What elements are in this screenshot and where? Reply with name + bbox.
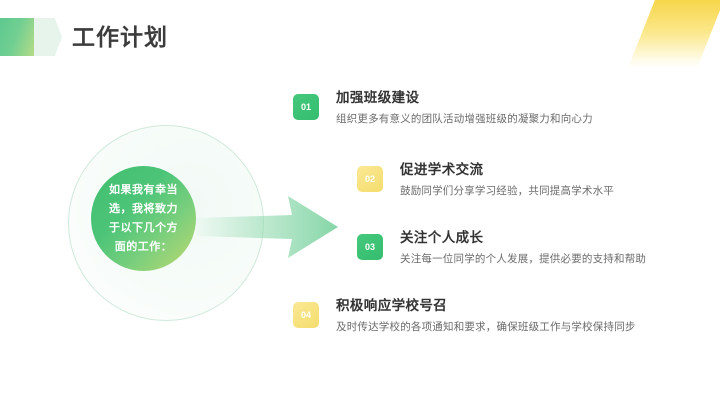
- list-item[interactable]: 02 促进学术交流 鼓励同学们分享学习经验，共同提高学术水平: [357, 161, 614, 199]
- item-text-group: 关注个人成长 关注每一位同学的个人发展，提供必要的支持和帮助: [400, 229, 646, 267]
- item-description: 组织更多有意义的团队活动增强班级的凝聚力和向心力: [336, 113, 593, 125]
- item-text-group: 加强班级建设 组织更多有意义的团队活动增强班级的凝聚力和向心力: [336, 89, 593, 127]
- item-text-group: 促进学术交流 鼓励同学们分享学习经验，共同提高学术水平: [400, 161, 614, 199]
- item-description: 及时传达学校的各项通知和要求，确保班级工作与学校保持同步: [336, 321, 636, 333]
- list-item[interactable]: 01 加强班级建设 组织更多有意义的团队活动增强班级的凝聚力和向心力: [293, 89, 593, 127]
- chevron-secondary-icon: [34, 18, 62, 56]
- item-number-badge: 04: [293, 302, 319, 328]
- item-text-group: 积极响应学校号召 及时传达学校的各项通知和要求，确保班级工作与学校保持同步: [336, 297, 636, 335]
- item-title: 促进学术交流: [400, 162, 484, 177]
- item-description: 关注每一位同学的个人发展，提供必要的支持和帮助: [400, 253, 647, 265]
- statement-bubble-text: 如果我有幸当选，我将致力于以下几个方面的工作：: [109, 183, 178, 253]
- list-item[interactable]: 03 关注个人成长 关注每一位同学的个人发展，提供必要的支持和帮助: [357, 229, 646, 267]
- item-description: 鼓励同学们分享学习经验，共同提高学术水平: [400, 185, 614, 197]
- list-item[interactable]: 04 积极响应学校号召 及时传达学校的各项通知和要求，确保班级工作与学校保持同步: [293, 297, 636, 335]
- slide-header: 工作计划: [0, 18, 720, 62]
- statement-bubble: 如果我有幸当选，我将致力于以下几个方面的工作：: [91, 166, 196, 271]
- item-title: 积极响应学校号召: [336, 298, 448, 313]
- item-title: 关注个人成长: [400, 230, 484, 245]
- item-number-badge: 01: [293, 94, 319, 120]
- item-title: 加强班级建设: [336, 90, 420, 105]
- item-number-badge: 03: [357, 234, 383, 260]
- right-arrow-icon: [196, 196, 338, 258]
- page-title: 工作计划: [72, 24, 168, 50]
- item-number-badge: 02: [357, 166, 383, 192]
